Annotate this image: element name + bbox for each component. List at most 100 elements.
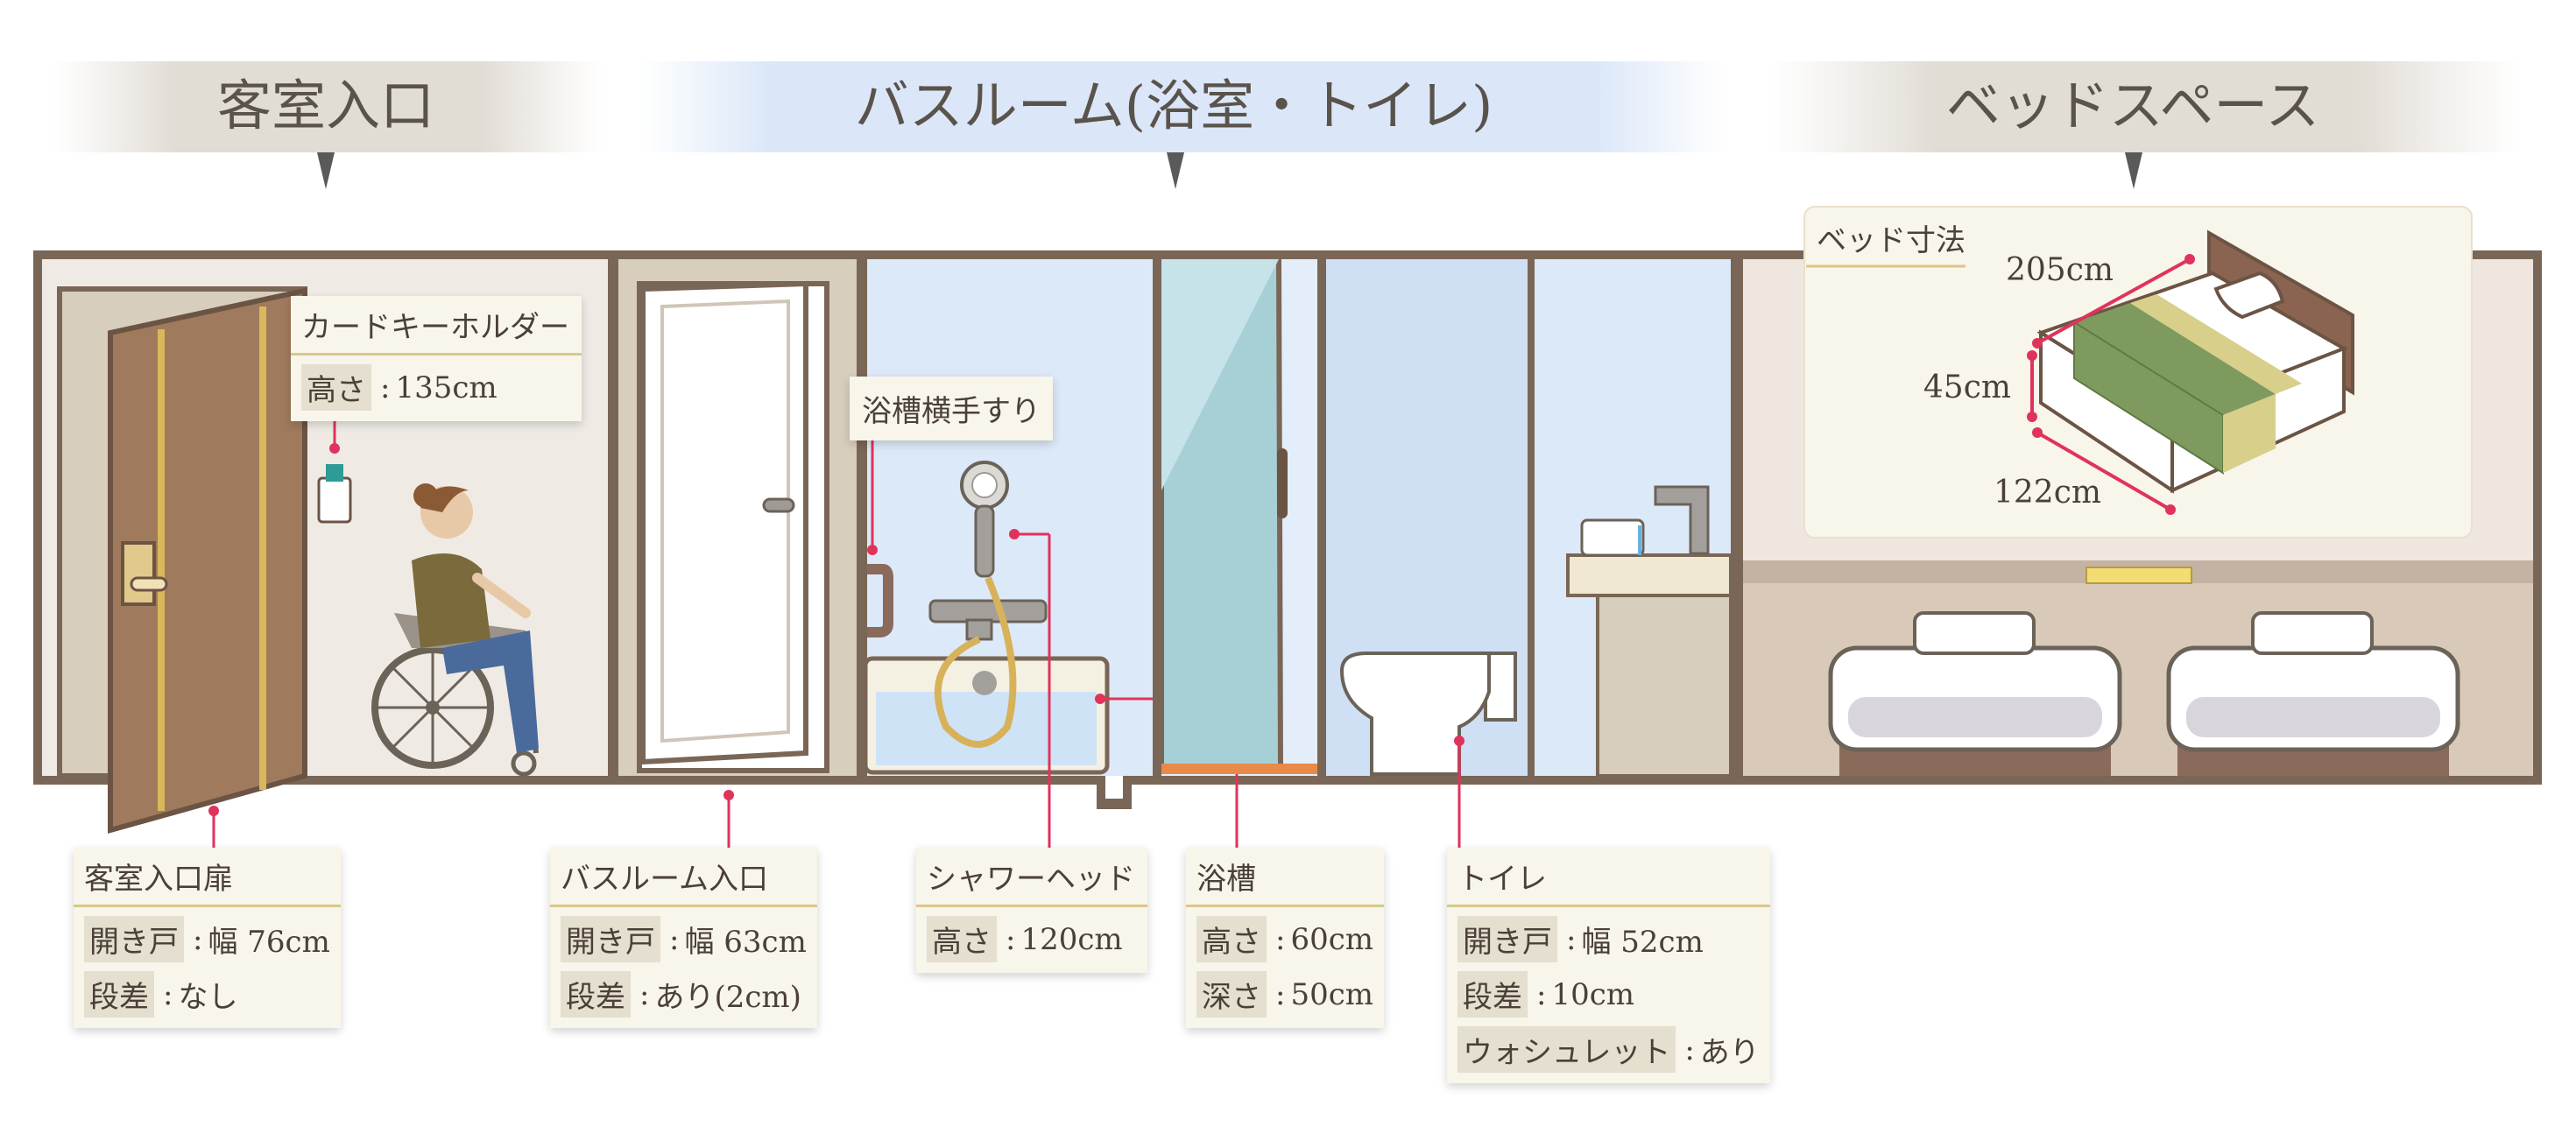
bath-divider-a	[1153, 259, 1161, 776]
section-band-bed	[1769, 61, 2523, 152]
door-stripe-left	[158, 329, 165, 811]
separator: :	[1275, 976, 1286, 1012]
bathroom-entrance-label: バスルーム入口 開き戸 : 幅 63cm 段差 : あり(2cm)	[550, 848, 817, 1028]
bathroom-entrance-row-step: 段差 : あり(2cm)	[550, 962, 817, 1028]
bathroom-entrance-step-key: 段差	[561, 971, 631, 1018]
sink-counter	[1566, 553, 1733, 597]
door-stripe-right	[259, 306, 266, 790]
bath-drain	[972, 671, 997, 695]
bed-height-label: 45cm	[1923, 370, 2011, 405]
bathtub-title: 浴槽	[1186, 848, 1385, 907]
towel-stack	[1580, 518, 1645, 557]
ceiling-light-icon	[2086, 567, 2192, 584]
bathroom-entrance-row-type: 開き戸 : 幅 63cm	[550, 907, 817, 962]
entrance-door-type-value: 幅 76cm	[208, 925, 330, 960]
pointer-bed	[2125, 152, 2142, 189]
separator: :	[1006, 921, 1016, 957]
wheelchair-user-icon	[371, 483, 539, 777]
toilet-icon	[1339, 652, 1517, 776]
bathroom-entrance-title: バスルーム入口	[550, 848, 817, 907]
room-divider-bed	[1731, 259, 1743, 776]
separator: :	[1275, 921, 1286, 957]
bath-divider-c	[1528, 259, 1535, 776]
separator: :	[1684, 1032, 1695, 1067]
bed-length-dim	[2036, 257, 2191, 345]
separator: :	[639, 976, 650, 1012]
toilet-step-value: 10cm	[1551, 976, 1635, 1012]
bathroom-door-handle-icon	[762, 497, 795, 513]
door-lock-plate	[121, 541, 156, 606]
toilet-step-key: 段差	[1457, 971, 1528, 1018]
section-title-bed: ベッドスペース	[1946, 74, 2320, 137]
bath-rail-dot	[867, 545, 878, 555]
glass-door-handle-icon	[1277, 448, 1288, 518]
bed-right-icon	[2166, 611, 2460, 776]
bathroom-entrance-type-key: 開き戸	[561, 916, 660, 962]
section-band-bathroom	[639, 61, 1726, 152]
entrance-door-step-key: 段差	[84, 971, 154, 1018]
door-handle-icon	[130, 576, 168, 592]
card-key-slot	[326, 464, 343, 482]
bed-height-dot-b	[2027, 412, 2037, 422]
card-key-holder-icon	[317, 476, 352, 524]
card-key-dot	[329, 443, 340, 454]
bed-width-dot-a	[2032, 427, 2043, 438]
shower-head-height-value: 120cm	[1020, 921, 1123, 957]
section-title-bathroom: バスルーム(浴室・トイレ)	[855, 74, 1493, 137]
card-key-row-height: 高さ : 135cm	[291, 356, 582, 421]
separator: :	[1566, 921, 1577, 957]
bed-iso-icon	[2036, 229, 2354, 494]
bed-width-dim	[2036, 431, 2172, 511]
entrance-door-title: 客室入口扉	[74, 848, 341, 907]
section-title-entrance: 客室入口	[217, 74, 434, 137]
entrance-door-step-value: なし	[178, 980, 238, 1015]
bed-height-dot-a	[2027, 350, 2037, 361]
separator: :	[669, 921, 680, 957]
shower-head-height-key: 高さ	[927, 916, 997, 962]
entrance-door-row-type: 開き戸 : 幅 76cm	[74, 907, 341, 962]
bed-width-label: 122cm	[1994, 475, 2101, 511]
shower-dot	[1009, 529, 1020, 539]
toilet-door-value: 幅 52cm	[1581, 925, 1704, 960]
entrance-door-dot	[208, 806, 219, 816]
shower-hose	[934, 576, 1017, 748]
bathroom-entrance-dot	[723, 790, 734, 800]
sink-cabinet	[1596, 594, 1733, 778]
shower-handle	[974, 504, 995, 578]
shower-head-title: シャワーヘッド	[916, 848, 1147, 907]
bathtub-height-value: 60cm	[1290, 921, 1374, 957]
shower-faucet-bar	[928, 599, 1048, 623]
bathroom-entrance-type-value: 幅 63cm	[684, 925, 807, 960]
toilet-door-key: 開き戸	[1457, 916, 1557, 962]
toilet-washlet-value: あり	[1699, 1035, 1760, 1070]
room-divider-entrance	[608, 259, 618, 776]
bed-dims-title: ベッド寸法	[1817, 223, 1966, 258]
pointer-bathroom	[1167, 152, 1184, 189]
faucet-icon	[1654, 485, 1710, 555]
toilet-dot	[1454, 736, 1464, 746]
bathtub-dot	[1095, 694, 1105, 704]
room-divider-bath	[857, 259, 867, 776]
bed-length-dot-b	[2184, 254, 2195, 264]
separator: :	[163, 976, 173, 1012]
floor-notch-inner	[1105, 776, 1123, 799]
bed-length-dot-a	[2032, 338, 2043, 349]
bath-rail-title: 浴槽横手すり	[862, 394, 1041, 429]
card-key-height-value: 135cm	[395, 370, 498, 405]
bathtub-depth-value: 50cm	[1290, 976, 1374, 1012]
shower-head-row-height: 高さ : 120cm	[916, 907, 1147, 973]
card-key-height-key: 高さ	[301, 364, 371, 411]
shower-head-label: シャワーヘッド 高さ : 120cm	[916, 848, 1147, 973]
toilet-washlet-key: ウォシュレット	[1457, 1026, 1676, 1073]
toilet-title: トイレ	[1447, 848, 1770, 907]
bathroom-entrance-door[interactable]	[640, 280, 808, 765]
bath-divider-b	[1317, 259, 1326, 776]
card-key-title: カードキーホルダー	[291, 296, 582, 356]
section-band-entrance	[53, 61, 604, 152]
pointer-entrance	[317, 152, 335, 189]
entrance-door-type-key: 開き戸	[84, 916, 184, 962]
entrance-door-label: 客室入口扉 開き戸 : 幅 76cm 段差 : なし	[74, 848, 341, 1028]
bath-rail-icon	[867, 564, 893, 637]
bathroom-entrance-step-value: あり(2cm)	[654, 980, 801, 1015]
